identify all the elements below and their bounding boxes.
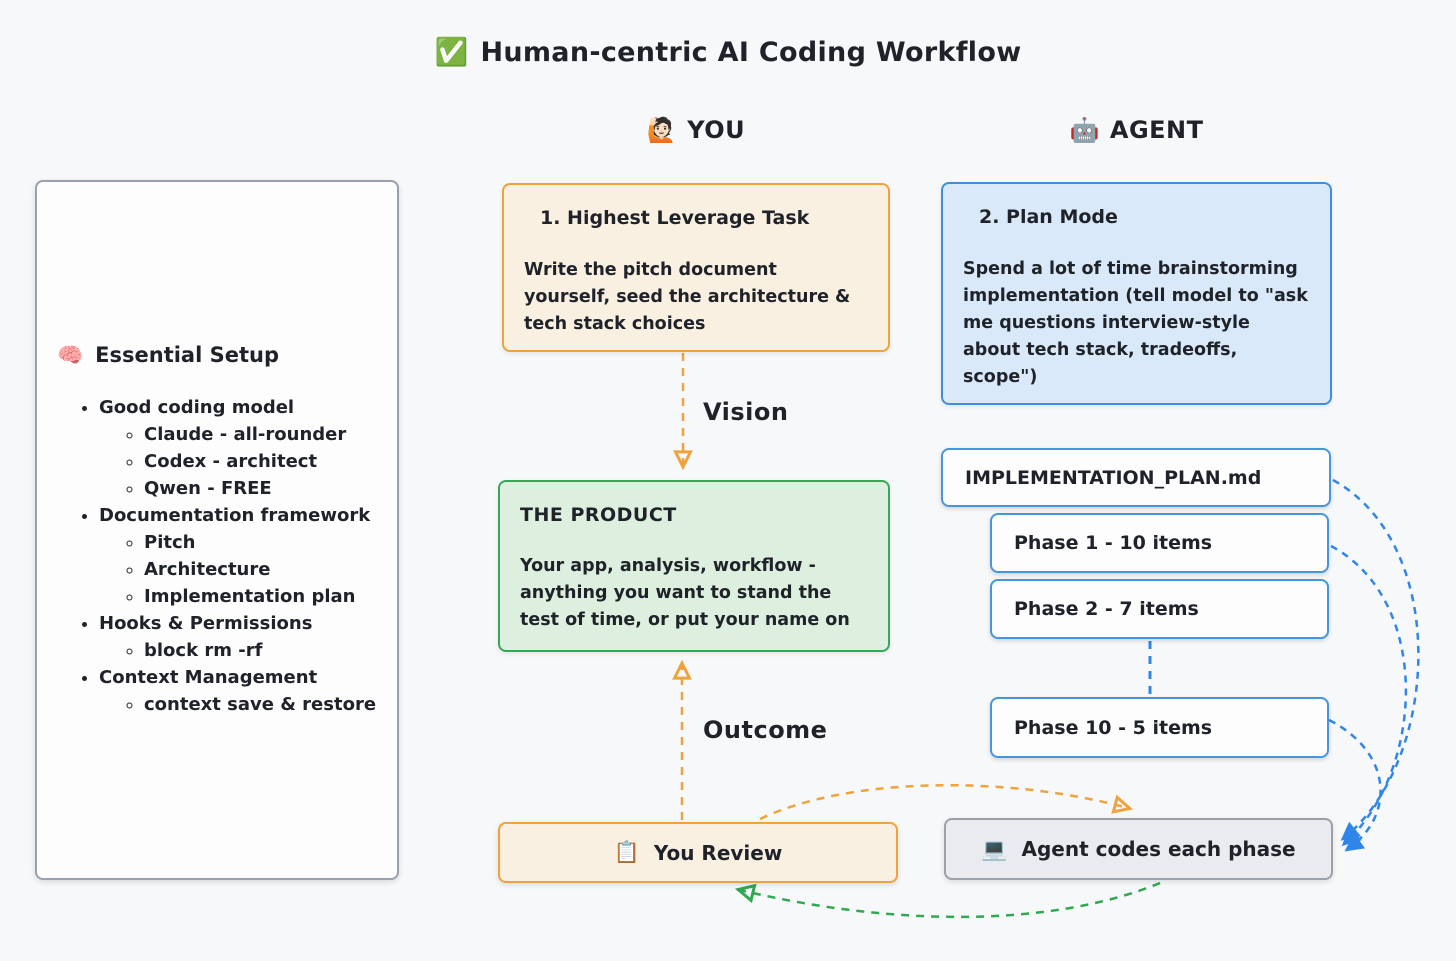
plan-box-body: Spend a lot of time brainstorming implem… — [963, 259, 1308, 387]
agent-to-review-arrow — [734, 881, 1161, 919]
task-box-body: Write the pitch document yourself, seed … — [524, 260, 851, 334]
plan-mode-box: 2. Plan Mode Spend a lot of time brainst… — [941, 182, 1332, 405]
phase-10-label: Phase 10 - 5 items — [1014, 716, 1213, 739]
highest-leverage-task-box: 1. Highest Leverage Task Write the pitch… — [502, 183, 890, 352]
phase-2-label: Phase 2 - 7 items — [1014, 598, 1199, 620]
task-box-title: 1. Highest Leverage Task — [540, 207, 810, 229]
setup-item: Hooks & Permissions block rm -rf — [99, 610, 397, 664]
agent-codes-label: Agent codes each phase — [1021, 837, 1296, 861]
setup-subitem: block rm -rf — [144, 637, 397, 664]
robot-icon: 🤖 — [1069, 116, 1100, 144]
essential-setup-title-text: Essential Setup — [95, 342, 279, 367]
setup-item: Documentation framework Pitch Architectu… — [99, 502, 397, 610]
setup-item: Context Management context save & restor… — [99, 664, 397, 718]
setup-subitem: Pitch — [144, 529, 397, 556]
brain-icon: 🧠 — [57, 342, 84, 367]
phase-2-box: Phase 2 - 7 items — [990, 579, 1329, 639]
setup-subitem: Implementation plan — [144, 583, 397, 610]
plan-file-to-agent-arrow — [1332, 478, 1420, 841]
product-box: THE PRODUCT Your app, analysis, workflow… — [498, 480, 890, 652]
diagram-title: ✅ Human-centric AI Coding Workflow — [0, 36, 1456, 68]
setup-subitem: Qwen - FREE — [144, 475, 397, 502]
essential-setup-title: 🧠 Essential Setup — [37, 343, 397, 368]
agent-codes-box: 💻 Agent codes each phase — [944, 818, 1333, 880]
you-label: YOU — [687, 116, 746, 144]
phase1-to-agent-arrow — [1330, 544, 1408, 846]
setup-item: Good coding model Claude - all-rounder C… — [99, 394, 397, 502]
laptop-icon: 💻 — [981, 836, 1008, 861]
raising-hand-icon: 🙋🏻 — [646, 116, 678, 144]
phase-1-box: Phase 1 - 10 items — [990, 513, 1329, 573]
column-header-you: 🙋🏻 YOU — [502, 116, 890, 144]
product-box-title: THE PRODUCT — [520, 504, 677, 526]
clipboard-icon: 📋 — [613, 840, 640, 864]
plan-box-title: 2. Plan Mode — [979, 206, 1118, 228]
phase-1-label: Phase 1 - 10 items — [1014, 532, 1213, 554]
you-review-label: You Review — [653, 840, 783, 865]
product-box-body: Your app, analysis, workflow - anything … — [520, 556, 850, 630]
phase-10-box: Phase 10 - 5 items — [990, 697, 1329, 758]
phase10-to-agent-arrow — [1328, 718, 1382, 852]
review-to-agent-arrow — [759, 783, 1134, 821]
implementation-plan-label: IMPLEMENTATION_PLAN.md — [965, 466, 1262, 489]
vision-label: Vision — [703, 398, 789, 426]
check-mark-icon: ✅ — [434, 37, 469, 68]
setup-subitem: context save & restore — [144, 691, 397, 718]
setup-subitem: Claude - all-rounder — [144, 421, 397, 448]
diagram-title-text: Human-centric AI Coding Workflow — [480, 37, 1022, 68]
setup-subitem: Architecture — [144, 556, 397, 583]
implementation-plan-box: IMPLEMENTATION_PLAN.md — [941, 448, 1331, 507]
outcome-label: Outcome — [703, 716, 828, 744]
column-header-agent: 🤖 AGENT — [941, 116, 1332, 144]
agent-label: AGENT — [1109, 116, 1204, 144]
essential-setup-panel: 🧠 Essential Setup Good coding model Claud… — [35, 180, 399, 880]
you-review-box: 📋 You Review — [498, 822, 898, 883]
setup-subitem: Codex - architect — [144, 448, 397, 475]
